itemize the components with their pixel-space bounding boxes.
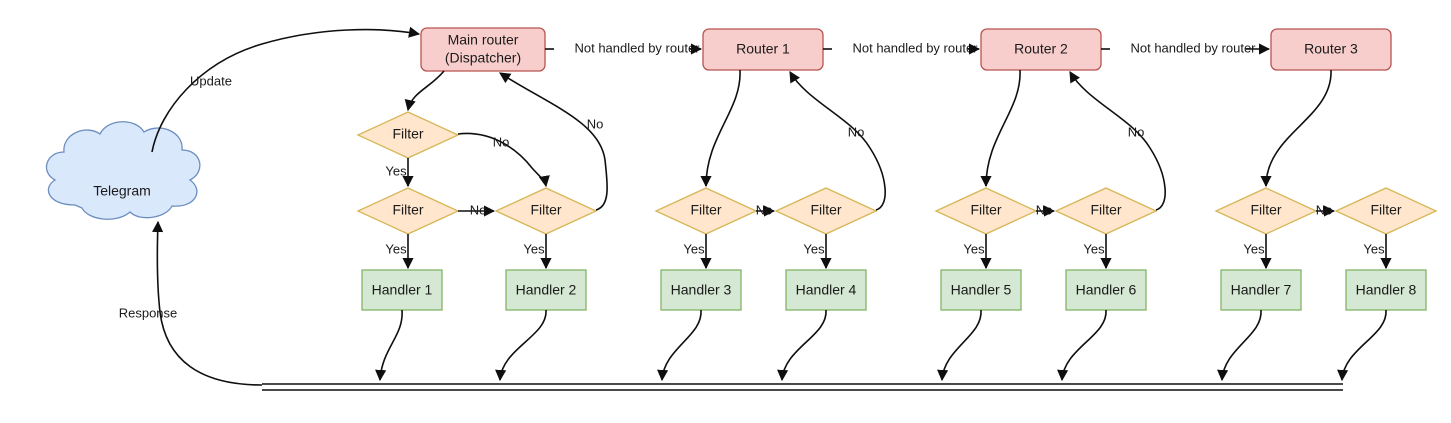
router-3-label: Router 3 bbox=[1304, 41, 1358, 57]
chain-router-1-to-router-2: Not handled by router bbox=[823, 40, 981, 55]
edge-filter-5-no-loopback bbox=[789, 71, 886, 211]
edge-handler-6-to-bus bbox=[1057, 309, 1107, 382]
edge-handler-4-to-bus bbox=[777, 309, 827, 382]
no-label-main-a: No bbox=[493, 134, 510, 149]
handler-7-label: Handler 7 bbox=[1231, 282, 1292, 298]
filter-6-node[interactable]: Filter bbox=[934, 187, 1038, 235]
chain-label-r1-to-r2: Not handled by router bbox=[852, 40, 978, 55]
handler-4-node[interactable]: Handler 4 bbox=[785, 269, 867, 311]
telegram-cloud-node[interactable]: Telegram bbox=[45, 121, 201, 220]
handler-2-label: Handler 2 bbox=[516, 282, 577, 298]
router-1-node[interactable]: Router 1 bbox=[702, 28, 824, 71]
edge-handler-1-to-bus bbox=[375, 309, 403, 382]
edge-router-3-to-filter-8 bbox=[1260, 69, 1332, 188]
filter-2-label: Filter bbox=[392, 202, 423, 218]
handler-1-label: Handler 1 bbox=[372, 282, 433, 298]
main-router-label-line2: (Dispatcher) bbox=[445, 50, 521, 66]
edge-filter-1-no bbox=[457, 132, 550, 188]
edge-response: Response bbox=[119, 220, 263, 386]
router-3-node[interactable]: Router 3 bbox=[1270, 28, 1392, 71]
filter-9-label: Filter bbox=[1370, 202, 1401, 218]
filter-9-node[interactable]: Filter bbox=[1334, 187, 1438, 235]
filter-3-label: Filter bbox=[530, 202, 561, 218]
no-label-main-b: No bbox=[470, 202, 487, 217]
handler-7-node[interactable]: Handler 7 bbox=[1220, 269, 1302, 311]
edge-filter-3-no-loopback bbox=[499, 72, 608, 211]
yes-label-1: Yes bbox=[385, 163, 407, 178]
handler-6-node[interactable]: Handler 6 bbox=[1065, 269, 1147, 311]
edge-router-2-to-filter-6 bbox=[980, 69, 1021, 188]
filter-4-label: Filter bbox=[690, 202, 721, 218]
handler-4-label: Handler 4 bbox=[796, 282, 857, 298]
edge-handler-7-to-bus bbox=[1217, 309, 1262, 382]
filter-8-label: Filter bbox=[1250, 202, 1281, 218]
filter-7-node[interactable]: Filter bbox=[1054, 187, 1158, 235]
yes-label-3: Yes bbox=[523, 241, 545, 256]
chain-router-2-to-router-3: Not handled by router bbox=[1101, 40, 1271, 55]
handler-5-node[interactable]: Handler 5 bbox=[940, 269, 1022, 311]
filter-4-node[interactable]: Filter bbox=[654, 187, 758, 235]
no-label-r3-a: No bbox=[1316, 202, 1333, 217]
edge-handler-5-to-bus bbox=[937, 309, 982, 382]
edge-mainrouter-to-filter-1 bbox=[404, 70, 445, 112]
edge-label-response: Response bbox=[119, 305, 178, 320]
main-router-node[interactable]: Main router (Dispatcher) bbox=[420, 27, 546, 72]
yes-label-5: Yes bbox=[803, 241, 825, 256]
edge-update: Update bbox=[151, 26, 421, 153]
yes-label-6: Yes bbox=[963, 241, 985, 256]
filter-1-label: Filter bbox=[392, 126, 423, 142]
telegram-label: Telegram bbox=[93, 183, 151, 199]
filter-6-label: Filter bbox=[970, 202, 1001, 218]
edge-router-1-to-filter-4 bbox=[700, 69, 741, 188]
filter-2-node[interactable]: Filter bbox=[356, 187, 460, 235]
filter-5-label: Filter bbox=[810, 202, 841, 218]
response-bus bbox=[262, 383, 1343, 391]
yes-label-9: Yes bbox=[1363, 241, 1385, 256]
no-label-r1-a: No bbox=[756, 202, 773, 217]
no-label-r2-b: No bbox=[1128, 124, 1145, 139]
filter-1-node[interactable]: Filter bbox=[356, 111, 460, 159]
yes-label-4: Yes bbox=[683, 241, 705, 256]
handler-5-label: Handler 5 bbox=[951, 282, 1012, 298]
router-2-label: Router 2 bbox=[1014, 41, 1068, 57]
yes-label-7: Yes bbox=[1083, 241, 1105, 256]
filter-5-node[interactable]: Filter bbox=[774, 187, 878, 235]
chain-main-to-router-1: Not handled by router bbox=[545, 40, 703, 55]
edge-handler-2-to-bus bbox=[495, 309, 547, 382]
chain-label-r2-to-r3: Not handled by router bbox=[1130, 40, 1256, 55]
router-1-label: Router 1 bbox=[736, 41, 790, 57]
handler-3-node[interactable]: Handler 3 bbox=[660, 269, 742, 311]
edge-label-update: Update bbox=[190, 73, 232, 88]
filter-3-node[interactable]: Filter bbox=[494, 187, 598, 235]
no-label-main-c: No bbox=[587, 116, 604, 131]
main-router-label-line1: Main router bbox=[448, 32, 519, 48]
handler-8-label: Handler 8 bbox=[1356, 282, 1417, 298]
chain-label-main-to-r1: Not handled by router bbox=[574, 40, 700, 55]
handler-3-label: Handler 3 bbox=[671, 282, 732, 298]
cloud-icon bbox=[45, 121, 201, 220]
router-2-node[interactable]: Router 2 bbox=[980, 28, 1102, 71]
edge-handler-8-to-bus bbox=[1337, 309, 1387, 382]
edge-filter-7-no-loopback bbox=[1069, 71, 1166, 211]
filter-8-node[interactable]: Filter bbox=[1214, 187, 1318, 235]
no-label-r2-a: No bbox=[1036, 202, 1053, 217]
handler-6-label: Handler 6 bbox=[1076, 282, 1137, 298]
handler-2-node[interactable]: Handler 2 bbox=[505, 269, 587, 311]
yes-label-8: Yes bbox=[1243, 241, 1265, 256]
edge-handler-3-to-bus bbox=[657, 309, 702, 382]
filter-7-label: Filter bbox=[1090, 202, 1121, 218]
handler-1-node[interactable]: Handler 1 bbox=[361, 269, 443, 311]
handler-8-node[interactable]: Handler 8 bbox=[1345, 269, 1427, 311]
yes-label-2: Yes bbox=[385, 241, 407, 256]
no-label-r1-b: No bbox=[848, 124, 865, 139]
